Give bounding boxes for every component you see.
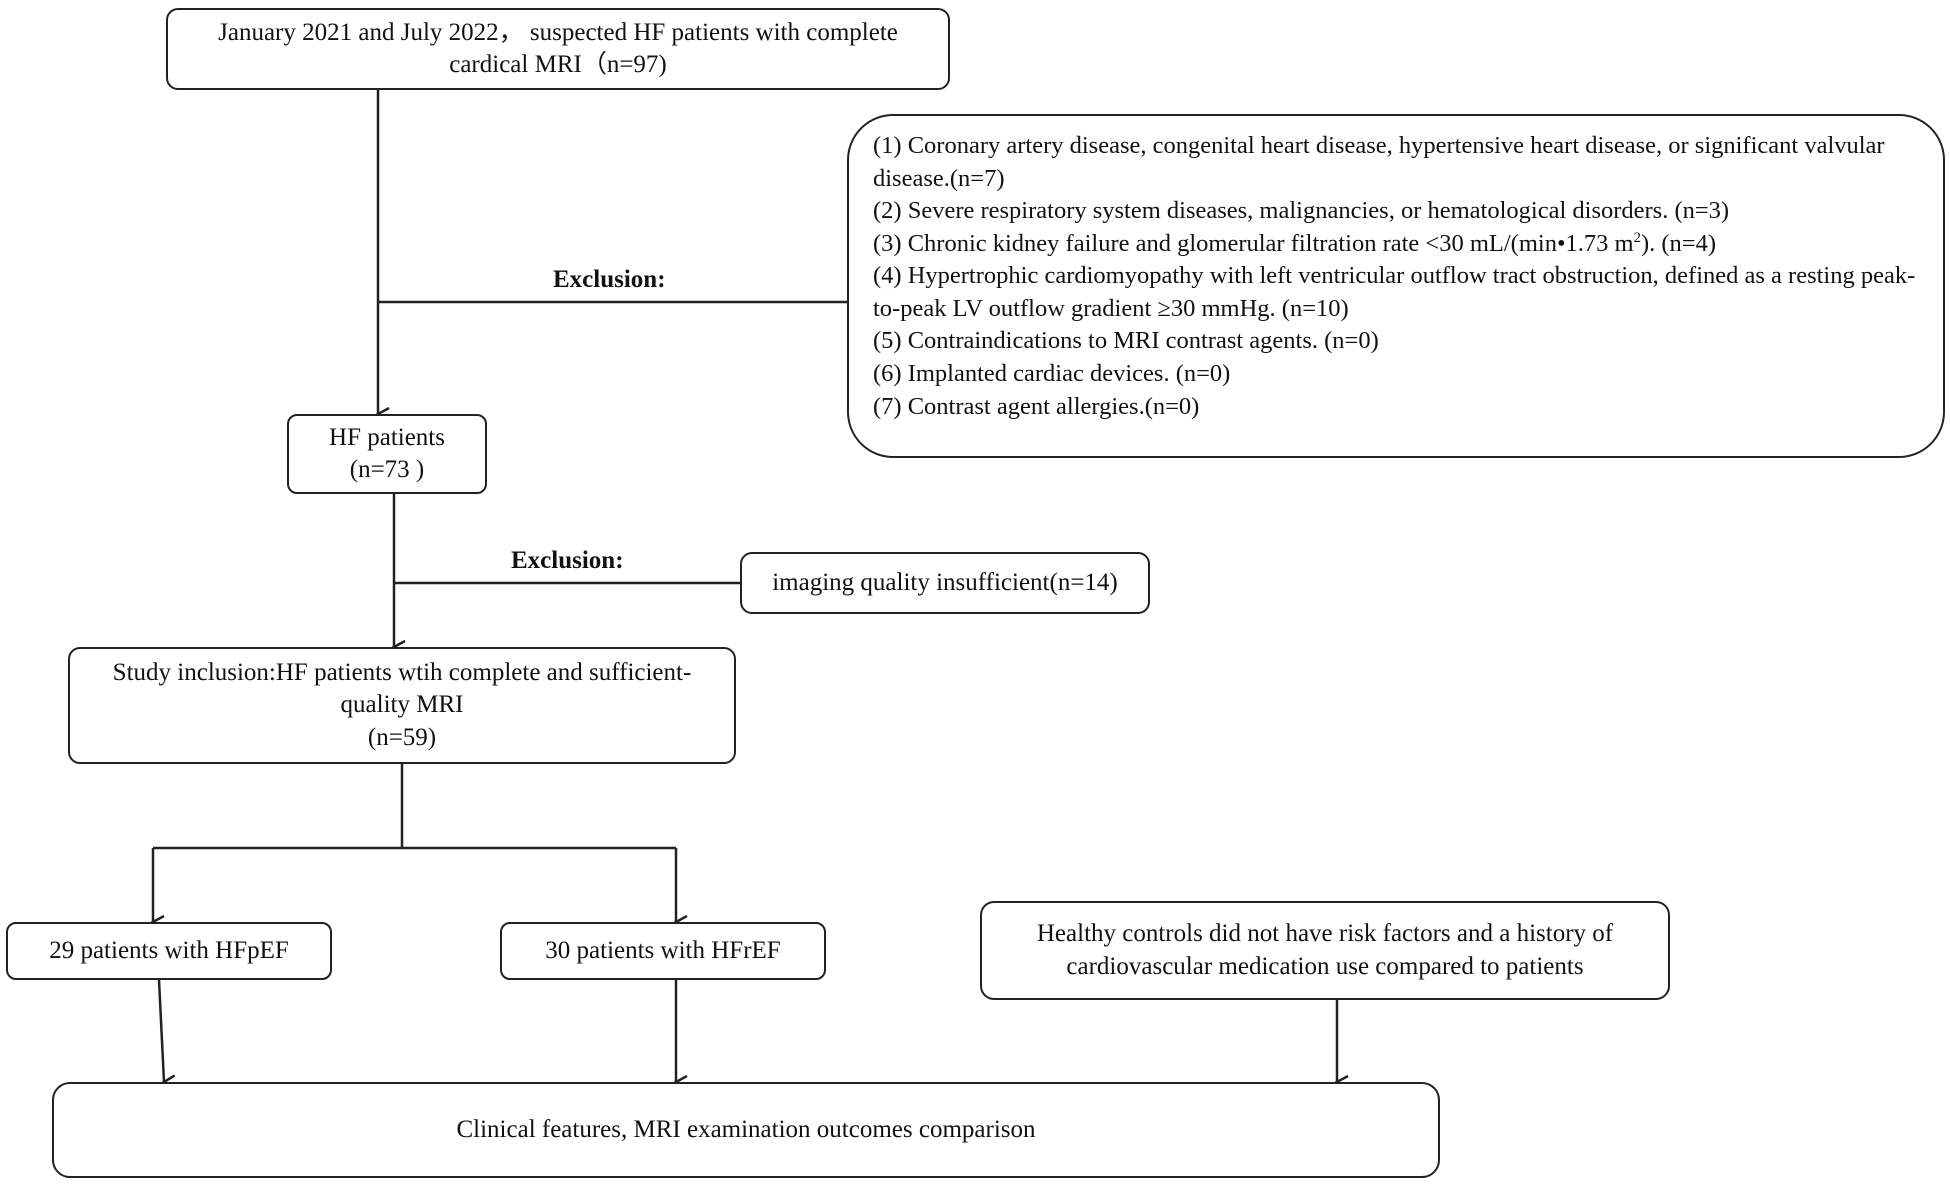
controls-box: Healthy controls did not have risk facto…: [980, 901, 1670, 1000]
exclusion1-item-3: (3) Chronic kidney failure and glomerula…: [873, 229, 1716, 257]
start-box: January 2021 and July 2022， suspected HF…: [166, 8, 950, 90]
exclusion1-item-2: (2) Severe respiratory system diseases, …: [873, 197, 1730, 225]
exclusion1-label: Exclusion:: [553, 266, 666, 293]
exclusion1-item-4: (4) Hypertrophic cardiomyopathy with lef…: [873, 262, 1916, 322]
exclusion1-item-7: (7) Contrast agent allergies.(n=0): [873, 392, 1200, 420]
exclusion2-text: imaging quality insufficient(n=14): [772, 568, 1118, 596]
outcome-box: Clinical features, MRI examination outco…: [52, 1082, 1440, 1178]
exclusion1-item-5: (5) Contraindications to MRI contrast ag…: [873, 327, 1379, 355]
hfref-text: 30 patients with HFrEF: [545, 936, 781, 964]
hfref-box: 30 patients with HFrEF: [500, 922, 826, 980]
controls-line1: Healthy controls did not have risk facto…: [1036, 920, 1614, 947]
exclusion2-label: Exclusion:: [511, 547, 624, 574]
exclusion2-box: imaging quality insufficient(n=14): [740, 552, 1150, 614]
inclusion-line2: quality MRI: [340, 691, 464, 719]
exclusion1-item-1: (1) Coronary artery disease, congenital …: [873, 132, 1885, 192]
start-line1: January 2021 and July 2022， suspected HF…: [218, 18, 898, 46]
exclusion1-item-6: (6) Implanted cardiac devices. (n=0): [873, 360, 1231, 388]
hf-patients-box: HF patients (n=73 ): [287, 414, 487, 494]
inclusion-line1: Study inclusion:HF patients wtih complet…: [112, 658, 692, 686]
arrow-hfpef-to-outcome: [157, 979, 164, 1082]
inclusion-box: Study inclusion:HF patients wtih complet…: [68, 647, 736, 764]
exclusion1-item-3-sup: 2: [1633, 229, 1641, 246]
controls-line2: cardiovascular medication use compared t…: [1066, 952, 1584, 980]
inclusion-line3: (n=59): [367, 723, 437, 751]
exclusion1-list: (1) Coronary artery disease, congenital …: [847, 114, 1945, 458]
hf-patients-line1: HF patients: [329, 423, 445, 451]
outcome-text: Clinical features, MRI examination outco…: [456, 1115, 1036, 1143]
start-line2: cardical MRI（n=97): [449, 51, 667, 78]
hfpef-text: 29 patients with HFpEF: [49, 936, 289, 964]
hfpef-box: 29 patients with HFpEF: [6, 922, 332, 980]
hf-patients-line2: (n=73 ): [349, 456, 425, 483]
